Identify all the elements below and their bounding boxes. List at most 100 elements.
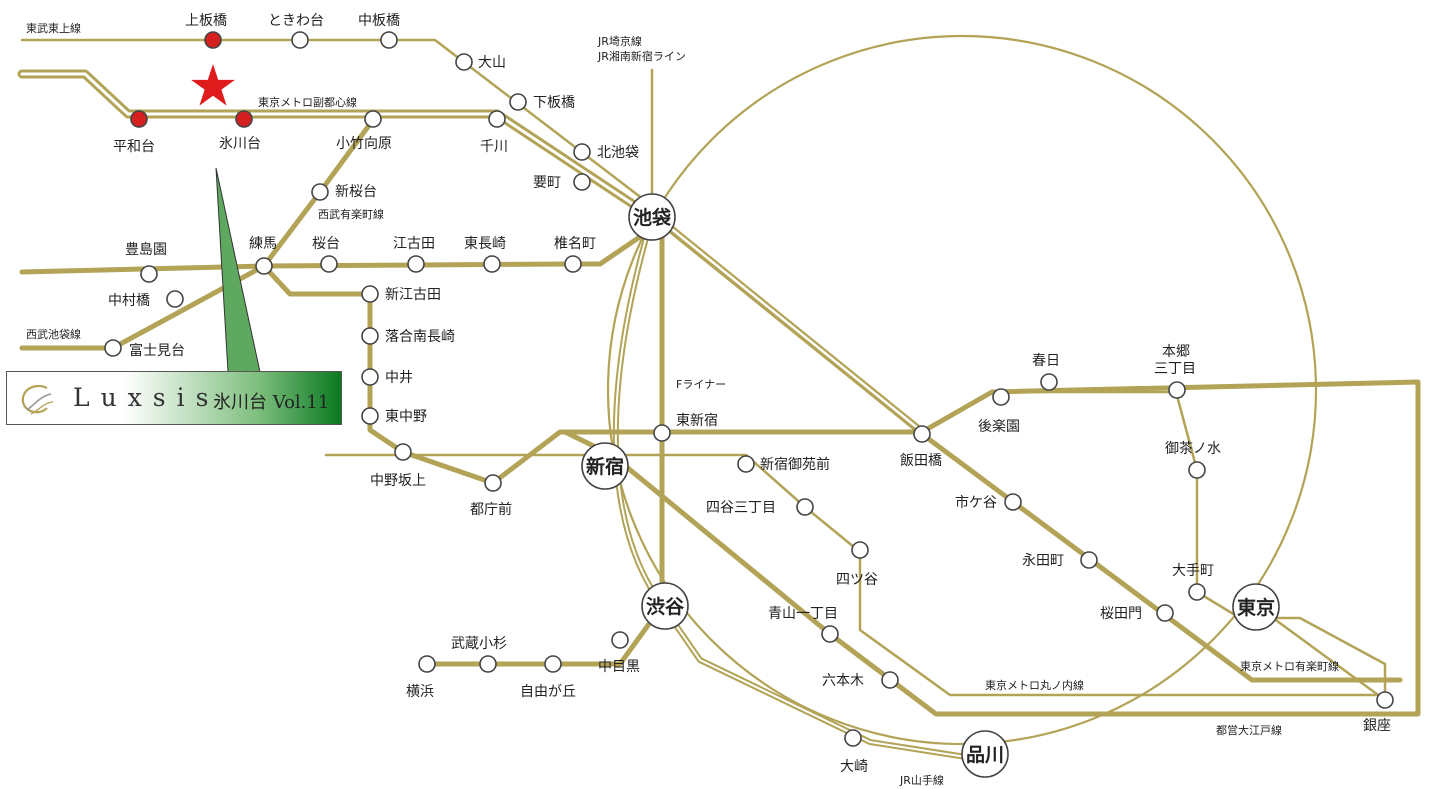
yamanote-loop: [606, 34, 1318, 746]
station-ichigaya[interactable]: [1004, 493, 1022, 511]
station-musashikosugi[interactable]: [479, 655, 497, 673]
station-kitaikebukuro[interactable]: [573, 143, 591, 161]
label-shinegota: 新江古田: [385, 287, 441, 303]
station-yotsuya[interactable]: [851, 541, 869, 559]
label-korakuen: 後楽園: [978, 419, 1020, 435]
station-sakuradai[interactable]: [320, 255, 338, 273]
hub-tokyo[interactable]: [1232, 583, 1280, 631]
label-higashinakano: 東中野: [385, 409, 427, 425]
label-hongosanchome-1: 本郷: [1162, 344, 1190, 360]
station-nakameguro[interactable]: [611, 631, 629, 649]
label-nakanosakaue: 中野坂上: [370, 473, 426, 489]
label-hongosanchome-2: 三丁目: [1154, 361, 1196, 377]
luxsis-swirl-logo-icon: [21, 384, 54, 415]
label-hikawadai: 氷川台: [219, 136, 261, 152]
station-kasuga[interactable]: [1040, 373, 1058, 391]
station-aoyamaitchome[interactable]: [821, 625, 839, 643]
label-nakaitabashi: 中板橋: [358, 13, 400, 29]
station-higashinakano[interactable]: [361, 407, 379, 425]
station-tochomae[interactable]: [484, 474, 502, 492]
station-higashinagasaki[interactable]: [483, 255, 501, 273]
hub-shinagawa[interactable]: [961, 730, 1009, 778]
station-hongosanchome[interactable]: [1168, 381, 1186, 399]
hub-ikebukuro[interactable]: [628, 193, 676, 241]
station-iidabashi[interactable]: [913, 425, 931, 443]
station-nagatacho[interactable]: [1080, 551, 1098, 569]
label-aoyamaitchome: 青山一丁目: [768, 606, 838, 622]
label-ochanomizu: 御茶ノ水: [1165, 441, 1221, 457]
station-otemachi[interactable]: [1188, 583, 1206, 601]
station-shinsakuradai[interactable]: [311, 183, 329, 201]
label-nagatacho: 永田町: [1022, 553, 1064, 569]
station-heiwadai[interactable]: [130, 110, 148, 128]
label-ginza: 銀座: [1363, 718, 1391, 734]
label-higashinagasaki: 東長崎: [464, 236, 506, 252]
station-roppongi[interactable]: [881, 671, 899, 689]
station-shiinamachi[interactable]: [564, 255, 582, 273]
brand-name: Luxsis: [73, 383, 220, 412]
label-nerima: 練馬: [249, 236, 277, 252]
label-kasuga: 春日: [1032, 353, 1060, 369]
ikebukuro-iidabashi-line: [664, 222, 929, 438]
brand-panel: Luxsis 氷川台 Vol.11: [6, 371, 342, 425]
label-tokiwadai: ときわ台: [268, 13, 324, 29]
station-nakaitabashi[interactable]: [380, 31, 398, 49]
station-fujimidai[interactable]: [104, 339, 122, 357]
station-nerima[interactable]: [255, 257, 273, 275]
station-shimoitabashi[interactable]: [509, 93, 527, 111]
label-ekoda: 江古田: [393, 236, 435, 252]
line-label-jr-shonan: JR湘南新宿ライン: [597, 49, 686, 63]
station-oyama[interactable]: [455, 53, 473, 71]
marunouchi-line: [324, 390, 1387, 697]
label-kotakemukaihara: 小竹向原: [336, 136, 392, 152]
star-icon: [191, 64, 235, 106]
hub-shinjuku-label: 新宿: [586, 455, 624, 478]
station-nakanosakaue[interactable]: [394, 443, 412, 461]
station-yokohama[interactable]: [418, 655, 436, 673]
station-tokiwadai[interactable]: [291, 31, 309, 49]
station-ginza[interactable]: [1376, 691, 1394, 709]
label-roppongi: 六本木: [822, 673, 864, 689]
station-korakuen[interactable]: [992, 388, 1010, 406]
label-fujimidai: 富士見台: [129, 342, 185, 359]
label-tochomae: 都庁前: [470, 501, 512, 518]
station-osaki[interactable]: [844, 729, 862, 747]
station-nakamurabashi[interactable]: [166, 290, 184, 308]
label-ochiai: 落合南長崎: [385, 329, 455, 345]
station-kotakemukaihara[interactable]: [364, 110, 382, 128]
hub-shibuya[interactable]: [641, 582, 689, 630]
label-shinsakuradai: 新桜台: [335, 184, 377, 200]
brand-edition: 氷川台 Vol.11: [213, 392, 330, 413]
station-sakuradamon[interactable]: [1156, 604, 1174, 622]
label-yokohama: 横浜: [406, 684, 434, 700]
line-label-yamanote: JR山手線: [899, 773, 944, 787]
station-yotsuyasanchome[interactable]: [796, 498, 814, 516]
station-kamiitabashi[interactable]: [204, 31, 222, 49]
station-ochiai[interactable]: [361, 327, 379, 345]
hub-shinagawa-label: 品川: [966, 744, 1004, 766]
station-kanamecho[interactable]: [573, 173, 591, 191]
label-senkawa: 千川: [480, 139, 508, 155]
station-hikawadai[interactable]: [235, 110, 253, 128]
line-label-seibu-ikebukuro: 西武池袋線: [26, 327, 81, 341]
station-ochanomizu[interactable]: [1188, 461, 1206, 479]
label-kanamecho: 要町: [533, 175, 561, 191]
hub-tokyo-label: 東京: [1237, 596, 1275, 619]
line-label-tobu-tojo: 東武東上線: [26, 21, 81, 35]
station-higashishinjuku[interactable]: [653, 424, 671, 442]
hub-shinjuku[interactable]: [581, 442, 629, 490]
station-jiyugaoka[interactable]: [544, 655, 562, 673]
jr-saikyo-line: [612, 68, 988, 763]
label-yotsuyasanchome: 四谷三丁目: [706, 500, 776, 516]
label-kamiitabashi: 上板橋: [185, 13, 227, 29]
label-shimoitabashi: 下板橋: [533, 95, 575, 111]
station-toshimaen[interactable]: [140, 265, 158, 283]
station-shinegota[interactable]: [361, 285, 379, 303]
station-senkawa[interactable]: [488, 110, 506, 128]
label-kitaikebukuro: 北池袋: [597, 145, 639, 161]
station-shinjukugyoenmae[interactable]: [737, 455, 755, 473]
line-label-jr-saikyo: JR埼京線: [597, 34, 642, 48]
station-ekoda[interactable]: [407, 255, 425, 273]
station-nakai[interactable]: [361, 368, 379, 386]
